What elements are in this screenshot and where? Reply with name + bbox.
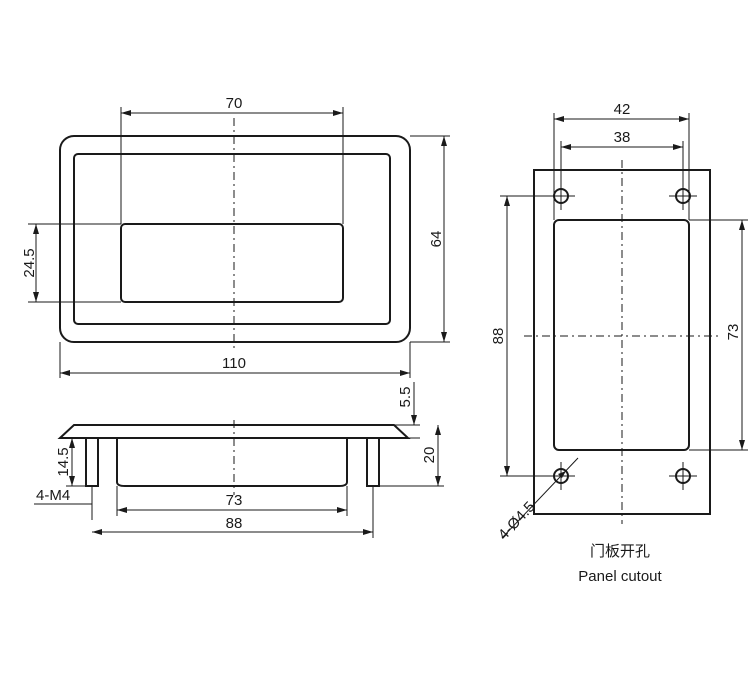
dim-64-arrow-bottom	[441, 332, 447, 342]
dim-110-arrow-left	[60, 370, 70, 376]
cutout-caption-chinese: 门板开孔	[590, 542, 650, 560]
stud-right	[366, 437, 380, 487]
dim-38-label: 38	[614, 129, 631, 146]
handle-recess	[120, 223, 344, 303]
dim-88-arrow-right	[363, 529, 373, 535]
dim-64-arrow-top	[441, 136, 447, 146]
dim-42-label: 42	[614, 101, 631, 118]
dim-24-5-label: 24.5	[21, 248, 38, 277]
dim-110-arrow-right	[400, 370, 410, 376]
dim-14-5-arrow-bottom	[69, 476, 75, 486]
dim-20-arrow-top	[435, 425, 441, 435]
dim-hole-label: 4-Ø4.5	[495, 498, 539, 543]
dim-70-label: 70	[226, 95, 243, 112]
dim-24-5-arrow-top	[33, 224, 39, 234]
handle-cup-body	[116, 438, 348, 487]
side-view: 5.5 20 14.5 4-M4 73 88	[34, 382, 444, 538]
dim-64-label: 64	[428, 231, 445, 248]
dim-38-arrow-left	[561, 144, 571, 150]
dim-24-5-arrow-bottom	[33, 292, 39, 302]
dim-20-label: 20	[421, 447, 438, 464]
dim-42-arrow-left	[554, 116, 564, 122]
dim-14-5-label: 14.5	[55, 447, 72, 476]
dim-88-arrow-top	[504, 196, 510, 206]
dim-73-arrow-left	[117, 507, 127, 513]
dim-73-arrow-bottom	[739, 440, 745, 450]
dim-73-vertical-label: 73	[725, 324, 742, 341]
dim-88-label: 88	[226, 515, 243, 532]
handle-outer-frame	[59, 135, 411, 343]
dim-5-5-arrow	[411, 415, 417, 425]
dim-4-m4-label: 4-M4	[36, 487, 70, 504]
stud-left	[85, 437, 99, 487]
dim-88-vertical-label: 88	[490, 328, 507, 345]
dim-88-arrow-left	[92, 529, 102, 535]
dim-70-arrow-left	[121, 110, 131, 116]
dim-hole-arrow	[558, 471, 566, 478]
dim-73-arrow-top	[739, 220, 745, 230]
handle-inner-frame	[73, 153, 391, 325]
dim-42-arrow-right	[679, 116, 689, 122]
dim-5-5-label: 5.5	[397, 387, 414, 408]
dim-38-arrow-right	[673, 144, 683, 150]
cutout-caption-english: Panel cutout	[578, 568, 662, 585]
front-view: 70 64 24.5 110	[21, 95, 450, 378]
dim-20-arrow-bottom	[435, 476, 441, 486]
dim-73-arrow-right	[337, 507, 347, 513]
dim-110-label: 110	[222, 355, 246, 372]
dim-73-label: 73	[226, 492, 243, 509]
dim-88-arrow-bottom	[504, 466, 510, 476]
cutout-view: 42 38 88 73 4-Ø4.5 门板开孔 Panel cutout	[490, 101, 748, 585]
dim-14-5-arrow-top	[69, 438, 75, 448]
dim-70-arrow-right	[333, 110, 343, 116]
